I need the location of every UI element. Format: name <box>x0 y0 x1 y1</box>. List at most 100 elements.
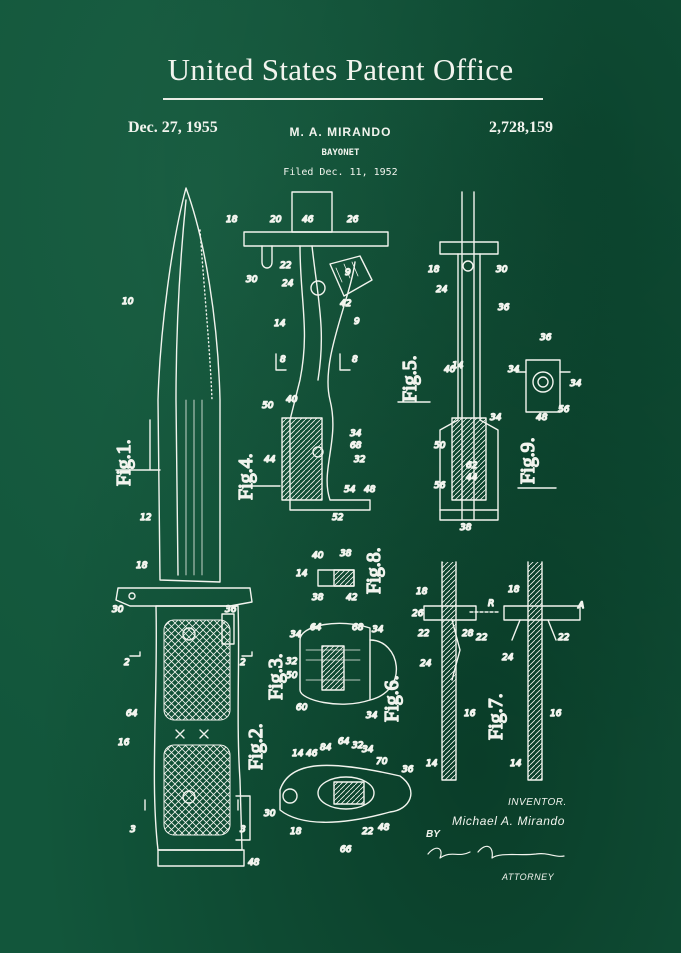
ref-24-fig7: 24 <box>502 653 514 663</box>
ref-56: 56 <box>434 481 446 491</box>
filing-date: Filed Dec. 11, 1952 <box>283 167 398 178</box>
ref-18: 18 <box>136 561 148 571</box>
ref-14-fig2: 14 <box>292 749 304 759</box>
fig3-label: Fig.3. <box>265 653 287 700</box>
ref-16-fig6: 16 <box>464 709 476 719</box>
fig5-drawing <box>439 191 499 521</box>
ref-18-fig5: 18 <box>428 265 440 275</box>
fig1-bayonet-drawing <box>115 187 253 867</box>
ref-20: 20 <box>270 215 282 225</box>
ref-32-fig4: 32 <box>354 455 366 465</box>
ref-24-fig4: 24 <box>282 279 294 289</box>
ref-26-fig4: 26 <box>347 215 359 225</box>
ref-9: 9 <box>345 268 351 278</box>
fig9-drawing <box>515 359 571 413</box>
ref-14-fig8: 14 <box>296 569 308 579</box>
ref-18-fig4: 18 <box>226 215 238 225</box>
ref-28-fig6: 28 <box>462 629 474 639</box>
ref-18-fig6: 18 <box>416 587 428 597</box>
patent-number: 2,728,159 <box>489 119 553 136</box>
ref-40-fig4: 40 <box>286 395 298 405</box>
ref-10: 10 <box>122 297 134 307</box>
ref-24-fig6: 24 <box>420 659 432 669</box>
fig2-drawing <box>279 764 412 823</box>
ref-3-left: 3 <box>130 825 136 835</box>
ref-50-fig5: 50 <box>434 441 446 451</box>
ref-14-fig5: 14 <box>452 361 464 371</box>
ref-14-fig6: 14 <box>426 759 438 769</box>
ref-38-fig5: 38 <box>460 523 472 533</box>
inventor-label: INVENTOR. <box>508 797 567 808</box>
ref-42-fig8: 42 <box>346 593 358 603</box>
ref-22-fig2: 22 <box>362 827 374 837</box>
ref-A: A <box>577 601 584 611</box>
attorney-signature <box>427 845 565 859</box>
ref-34-fig9-left: 34 <box>508 365 520 375</box>
ref-60: 60 <box>296 703 308 713</box>
ref-66: 66 <box>340 845 352 855</box>
title-underline <box>163 98 543 100</box>
ref-48-fig2: 48 <box>378 823 390 833</box>
ref-40-fig5: 40 <box>444 365 456 375</box>
ref-48-fig1: 48 <box>248 858 260 868</box>
fig8-label: Fig.8. <box>363 547 385 594</box>
ref-18-fig2: 18 <box>290 827 302 837</box>
ref-50-fig3: 50 <box>286 671 298 681</box>
ref-26-fig6: 26 <box>412 609 424 619</box>
ref-50-fig4: 50 <box>262 401 274 411</box>
ref-54: 54 <box>344 485 356 495</box>
ref-30-fig5: 30 <box>496 265 508 275</box>
ref-40-fig8: 40 <box>312 551 324 561</box>
ref-38-fig8: 38 <box>340 549 352 559</box>
ref-64-fig2: 64 <box>338 737 350 747</box>
by-label: BY <box>426 829 440 840</box>
ref-68-fig3: 68 <box>352 623 364 633</box>
ref-34-fig3: 34 <box>290 630 302 640</box>
ref-9b: 9 <box>354 317 360 327</box>
inventor-heading: M. A. MIRANDO <box>289 125 392 139</box>
ref-36-fig9: 36 <box>540 333 552 343</box>
ref-22-fig4: 22 <box>280 261 292 271</box>
fig9-label: Fig.9. <box>517 437 539 484</box>
ref-52: 52 <box>332 513 344 523</box>
patent-date: Dec. 27, 1955 <box>128 119 218 136</box>
ref-24-fig5: 24 <box>436 285 448 295</box>
fig1-label: Fig.1. <box>113 439 135 486</box>
fig6-7-drawing <box>423 561 581 781</box>
ref-30-fig4: 30 <box>246 275 258 285</box>
inventor-name: Michael A. Mirando <box>452 814 566 828</box>
ref-44-fig4: 44 <box>264 455 276 465</box>
ref-68-fig4: 68 <box>350 441 362 451</box>
ref-2-left: 2 <box>124 658 130 668</box>
ref-32-fig2: 32 <box>352 741 364 751</box>
ref-16-fig7: 16 <box>550 709 562 719</box>
fig4-label: Fig.4. <box>235 453 257 500</box>
fig3-drawing <box>299 622 397 705</box>
ref-32-fig3: 32 <box>286 657 298 667</box>
fig7-label: Fig.7. <box>485 693 507 740</box>
ref-48-fig9: 48 <box>536 413 548 423</box>
ref-36-fig5: 36 <box>498 303 510 313</box>
ref-14-fig4: 14 <box>274 319 286 329</box>
ref-22-fig7: 22 <box>476 633 488 643</box>
ref-36-fig2: 36 <box>402 765 414 775</box>
ref-34-fig9-right: 34 <box>570 379 582 389</box>
ref-22b-fig7: 22 <box>558 633 570 643</box>
ref-36-fig1: 36 <box>225 605 237 615</box>
ref-46-fig4: 46 <box>302 215 314 225</box>
ref-42-fig4: 42 <box>340 299 352 309</box>
fig5-label: Fig.5. <box>399 355 421 402</box>
page-title: United States Patent Office <box>167 52 514 87</box>
ref-34c-fig3: 34 <box>366 711 378 721</box>
ref-2-right: 2 <box>240 658 246 668</box>
ref-12: 12 <box>140 513 152 523</box>
ref-14-fig7: 14 <box>510 759 522 769</box>
ref-46-fig2: 46 <box>306 749 318 759</box>
ref-64-fig3: 64 <box>310 623 322 633</box>
ref-34-fig5: 34 <box>490 413 502 423</box>
ref-8-left: 8 <box>280 355 286 365</box>
attorney-label: ATTORNEY <box>502 872 555 882</box>
ref-64-fig1: 64 <box>126 709 138 719</box>
